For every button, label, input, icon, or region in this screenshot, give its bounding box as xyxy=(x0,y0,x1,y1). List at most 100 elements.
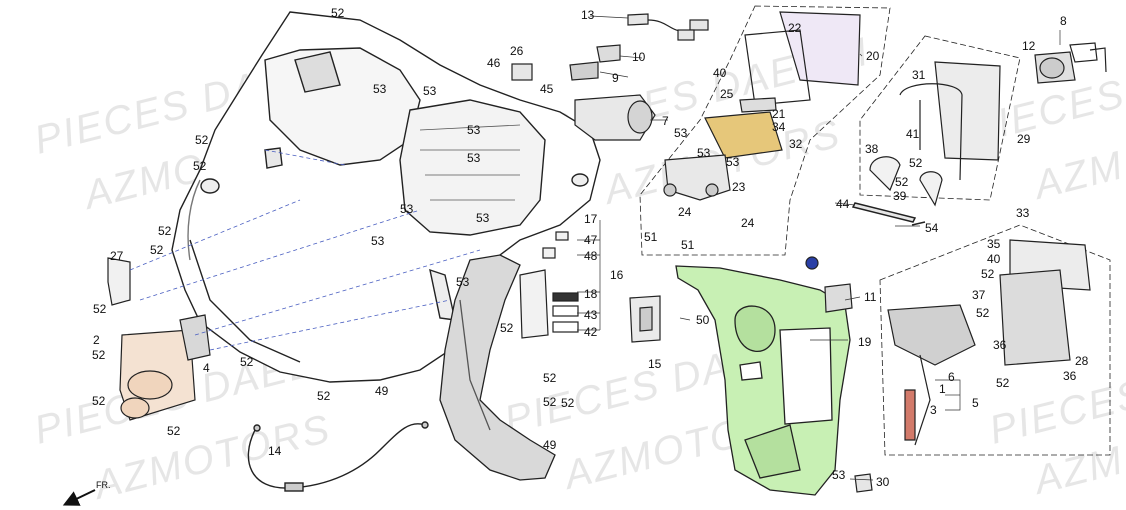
callout-4: 4 xyxy=(203,361,210,375)
callout-48: 48 xyxy=(584,249,598,263)
callout-26: 26 xyxy=(510,44,524,58)
inner-cover-body xyxy=(171,11,601,383)
callout-40: 40 xyxy=(713,66,727,80)
callout-7: 7 xyxy=(662,114,669,128)
fuel-lid-assembly xyxy=(107,257,211,421)
connector xyxy=(805,256,853,313)
callout-53: 53 xyxy=(697,146,711,160)
callout-36: 36 xyxy=(993,338,1007,352)
callout-52: 52 xyxy=(561,396,575,410)
callout-30: 30 xyxy=(876,475,890,489)
callout-52: 52 xyxy=(909,156,923,170)
callout-52: 52 xyxy=(981,267,995,281)
callout-53: 53 xyxy=(674,126,688,140)
callout-52: 52 xyxy=(195,133,209,147)
key-lock xyxy=(1034,42,1107,84)
callout-52: 52 xyxy=(543,395,557,409)
callout-53: 53 xyxy=(467,151,481,165)
callout-21: 21 xyxy=(772,107,786,121)
callout-23: 23 xyxy=(732,180,746,194)
hook-assembly-frame xyxy=(639,5,891,256)
callout-14: 14 xyxy=(268,444,282,458)
callout-19: 19 xyxy=(858,335,872,349)
callout-36: 36 xyxy=(1063,369,1077,383)
callout-52: 52 xyxy=(895,175,909,189)
callout-52: 52 xyxy=(500,321,514,335)
callout-17: 17 xyxy=(584,212,598,226)
callout-40: 40 xyxy=(987,252,1001,266)
callout-53: 53 xyxy=(726,155,740,169)
callout-51: 51 xyxy=(681,238,695,252)
callout-15: 15 xyxy=(648,357,662,371)
callout-18: 18 xyxy=(584,287,598,301)
callout-53: 53 xyxy=(400,202,414,216)
callout-35: 35 xyxy=(987,237,1001,251)
hook-assembly xyxy=(663,11,861,201)
callout-49: 49 xyxy=(375,384,389,398)
callout-49: 49 xyxy=(543,438,557,452)
callout-20: 20 xyxy=(866,49,880,63)
box-assembly xyxy=(887,239,1091,446)
callout-8: 8 xyxy=(1060,14,1067,28)
callout-12: 12 xyxy=(1022,39,1036,53)
callout-53: 53 xyxy=(373,82,387,96)
callout-52: 52 xyxy=(150,243,164,257)
callout-44: 44 xyxy=(836,197,850,211)
leader-lines xyxy=(577,15,1061,481)
callout-53: 53 xyxy=(423,84,437,98)
callout-32: 32 xyxy=(789,137,803,151)
cable xyxy=(247,421,429,492)
callout-13: 13 xyxy=(581,8,595,22)
rod xyxy=(851,202,926,226)
callout-24: 24 xyxy=(678,205,692,219)
callout-52: 52 xyxy=(193,159,207,173)
direction-label: FR. xyxy=(96,480,111,490)
callout-52: 52 xyxy=(331,6,345,20)
callout-52: 52 xyxy=(996,376,1010,390)
callout-52: 52 xyxy=(158,224,172,238)
callout-39: 39 xyxy=(893,189,907,203)
callout-9: 9 xyxy=(612,71,619,85)
callout-38: 38 xyxy=(865,142,879,156)
callout-11: 11 xyxy=(864,290,877,304)
callout-22: 22 xyxy=(788,21,802,35)
callout-27: 27 xyxy=(110,249,124,263)
callout-53: 53 xyxy=(476,211,490,225)
inner-panel xyxy=(675,265,851,496)
callout-3: 3 xyxy=(930,403,937,417)
callout-29: 29 xyxy=(1017,132,1031,146)
callout-52: 52 xyxy=(240,355,254,369)
box-frame xyxy=(879,224,1111,456)
callout-10: 10 xyxy=(632,50,646,64)
direction-arrow xyxy=(62,489,96,506)
callout-2: 2 xyxy=(93,333,100,347)
callout-52: 52 xyxy=(543,371,557,385)
callout-31: 31 xyxy=(912,68,926,82)
callout-47: 47 xyxy=(584,233,598,247)
callout-28: 28 xyxy=(1075,354,1089,368)
callout-37: 37 xyxy=(972,288,986,302)
callout-43: 43 xyxy=(584,308,598,322)
callout-6: 6 xyxy=(948,370,955,384)
callout-51: 51 xyxy=(644,230,658,244)
callout-25: 25 xyxy=(720,87,734,101)
callout-34: 34 xyxy=(772,120,786,134)
callout-45: 45 xyxy=(540,82,554,96)
callout-52: 52 xyxy=(317,389,331,403)
rack-assembly xyxy=(869,61,1001,207)
callout-53: 53 xyxy=(467,123,481,137)
side-trim-parts xyxy=(519,231,579,339)
callout-5: 5 xyxy=(972,396,979,410)
callout-46: 46 xyxy=(487,56,501,70)
callout-52: 52 xyxy=(92,394,106,408)
callout-33: 33 xyxy=(1016,206,1030,220)
lower-stay xyxy=(439,254,556,481)
callout-1: 1 xyxy=(939,382,946,396)
callout-50: 50 xyxy=(696,313,710,327)
callout-52: 52 xyxy=(167,424,181,438)
callout-24: 24 xyxy=(741,216,755,230)
clip xyxy=(854,473,873,493)
callout-53: 53 xyxy=(456,275,470,289)
